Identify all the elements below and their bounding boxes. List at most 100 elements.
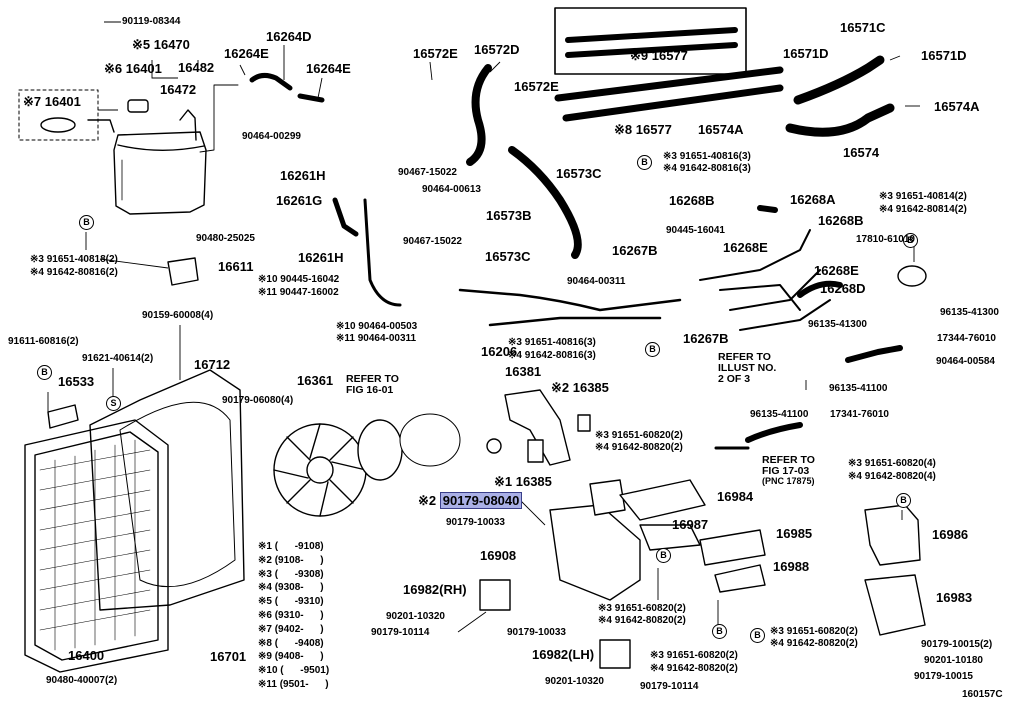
part-label[interactable]: 96135-41100 [750,409,809,420]
part-label[interactable]: 16984 [717,489,754,504]
part-label[interactable]: ※4 91642-80816(2) [30,267,118,278]
part-label[interactable]: ※11 90447-16002 [258,287,339,298]
part-label[interactable]: 16400 [68,648,105,663]
part-label[interactable]: 16701 [210,649,247,664]
part-label[interactable]: ※3 91651-60820(2) [650,650,738,661]
part-label[interactable]: 16261G [276,193,323,208]
part-label[interactable]: 90480-40007(2) [46,675,118,686]
part-label[interactable]: ※2 90179-08040 [418,492,523,509]
part-label[interactable]: ※1 16385 [494,474,552,489]
part-label[interactable]: 16268B [818,213,864,228]
part-label[interactable]: 16482 [178,60,215,75]
part-label[interactable]: 16712 [194,357,231,372]
part-label[interactable]: ※4 91642-80820(2) [650,663,738,674]
part-label[interactable]: ※3 91651-40816(3) [508,337,596,348]
part-label[interactable]: ※9 16577 [630,48,688,63]
part-label[interactable]: 16264E [224,46,269,61]
part-label[interactable]: 16267B [683,331,729,346]
part-label[interactable]: 16908 [480,548,517,563]
part-label[interactable]: 16533 [58,374,95,389]
part-label[interactable]: 16573C [556,166,602,181]
part-label[interactable]: 16983 [936,590,973,605]
part-label[interactable]: 16982(RH) [403,582,467,597]
part-label[interactable]: 16573B [486,208,532,223]
part-label[interactable]: ※10 90445-16042 [258,274,340,285]
part-label[interactable]: 16572D [474,42,520,57]
part-label[interactable]: 90179-06080(4) [222,395,294,406]
part-label[interactable]: 96135-41100 [829,383,888,394]
part-label[interactable]: 16261H [298,250,344,265]
part-label[interactable]: ※4 91642-80816(3) [663,163,751,174]
part-label[interactable]: ※2 16385 [551,380,609,395]
part-label[interactable]: 16574A [934,99,980,114]
part-label[interactable]: 16206 [481,344,518,359]
part-label[interactable]: ※5 16470 [132,37,190,52]
part-label[interactable]: ※11 90464-00311 [336,333,417,344]
part-label[interactable]: ※6 16401 [104,61,162,76]
part-label[interactable]: 16268D [820,281,866,296]
part-label[interactable]: 16264E [306,61,351,76]
part-label[interactable]: ※4 91642-80820(4) [848,471,936,482]
part-label[interactable]: ※3 91651-40814(2) [879,191,967,202]
part-label[interactable]: 90464-00584 [936,356,995,367]
part-label[interactable]: 90119-08344 [122,16,181,27]
part-label[interactable]: 91611-60816(2) [8,336,79,347]
part-label[interactable]: 90179-10114 [371,627,430,638]
part-label[interactable]: ※3 91651-60820(4) [848,458,936,469]
part-label[interactable]: 16572E [514,79,559,94]
part-label[interactable]: ※8 16577 [614,122,672,137]
part-label[interactable]: 16572E [413,46,458,61]
part-label[interactable]: 17810-61010 [856,234,915,245]
part-label[interactable]: ※3 91651-60820(2) [770,626,858,637]
part-label[interactable]: 90201-10180 [924,655,983,666]
highlighted-part-number[interactable]: 90179-08040 [439,492,523,509]
part-label[interactable]: ※4 91642-80820(2) [770,638,858,649]
part-label[interactable]: 96135-41300 [808,319,867,330]
part-label[interactable]: 16574 [843,145,880,160]
part-label[interactable]: 17344-76010 [937,333,996,344]
part-label[interactable]: 90467-15022 [403,236,462,247]
part-label[interactable]: 91621-40614(2) [82,353,154,364]
part-label[interactable]: 90201-10320 [386,611,445,622]
part-label[interactable]: 16268B [669,193,715,208]
part-label[interactable]: 16982(LH) [532,647,595,662]
part-label[interactable]: ※3 91651-40818(2) [30,254,118,265]
part-label[interactable]: 90179-10015(2) [921,639,993,650]
part-label[interactable]: ※3 91651-60820(2) [595,430,683,441]
part-label[interactable]: ※3 91651-60820(2) [598,603,686,614]
part-label[interactable]: 16986 [932,527,969,542]
part-label[interactable]: 90179-10033 [507,627,566,638]
part-label[interactable]: 16571C [840,20,886,35]
part-label[interactable]: 90445-16041 [666,225,725,236]
part-label[interactable]: 16987 [672,517,709,532]
part-label[interactable]: 90464-00299 [242,131,301,142]
part-label[interactable]: 16267B [612,243,658,258]
part-label[interactable]: ※10 90464-00503 [336,321,418,332]
part-label[interactable]: 90179-10015 [914,671,973,682]
part-label[interactable]: 16268E [723,240,768,255]
part-label[interactable]: 16611 [218,259,254,274]
part-label[interactable]: 17341-76010 [830,409,889,420]
part-label[interactable]: 16268E [814,263,859,278]
part-label[interactable]: 16571D [783,46,829,61]
part-label[interactable]: 16574A [698,122,744,137]
part-label[interactable]: 16985 [776,526,813,541]
part-label[interactable]: ※4 91642-80816(3) [508,350,596,361]
part-label[interactable]: 16573C [485,249,531,264]
part-label[interactable]: 90464-00311 [567,276,626,287]
part-label[interactable]: 16381 [505,364,542,379]
part-label[interactable]: 90201-10320 [545,676,604,687]
part-label[interactable]: 90464-00613 [422,184,481,195]
part-label[interactable]: ※3 91651-40816(3) [663,151,751,162]
part-label[interactable]: 16571D [921,48,967,63]
part-label[interactable]: ※4 91642-80814(2) [879,204,967,215]
part-label[interactable]: 16472 [160,82,197,97]
part-label[interactable]: ※7 16401 [23,94,81,109]
part-label[interactable]: 16988 [773,559,810,574]
part-label[interactable]: 96135-41300 [940,307,999,318]
part-label[interactable]: 16264D [266,29,312,44]
part-label[interactable]: 90467-15022 [398,167,457,178]
